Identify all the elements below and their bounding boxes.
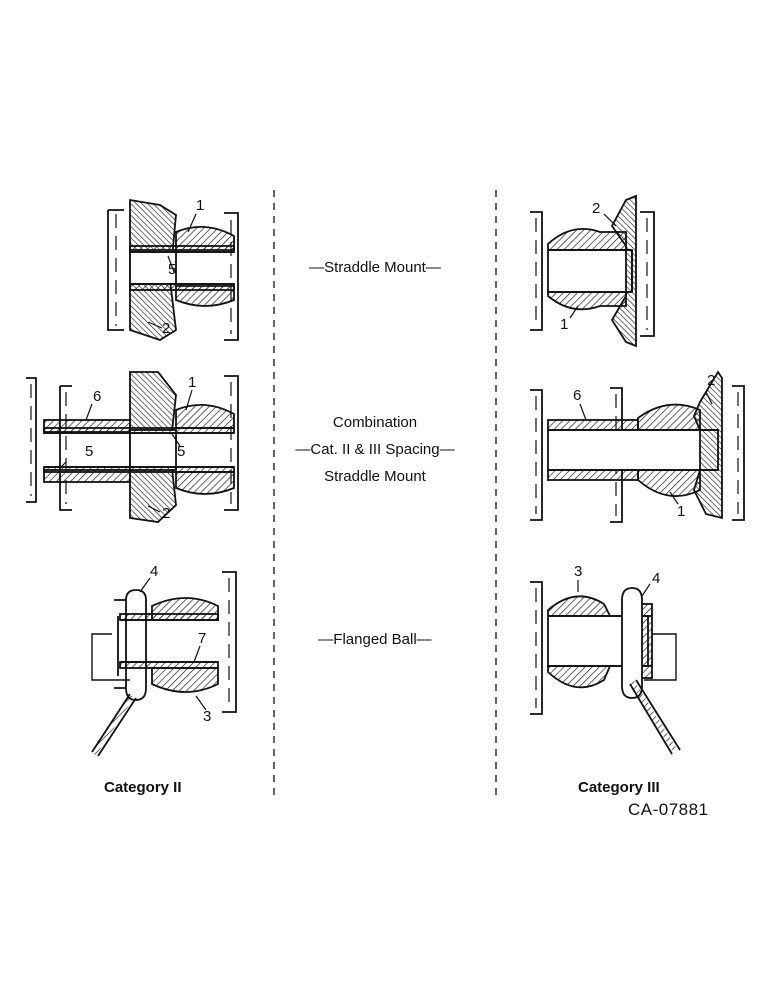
right-straddle-mount	[530, 194, 655, 348]
caption-spacing: —Cat. II & III Spacing—	[295, 441, 455, 458]
callout-number: 2	[162, 320, 171, 337]
right-flanged-callouts	[577, 580, 651, 597]
category-right-label: Category III	[578, 779, 660, 796]
callout-number: 4	[652, 570, 661, 587]
left-combination	[26, 371, 239, 523]
callout-number: 1	[560, 316, 569, 333]
category-left-label: Category II	[104, 779, 182, 796]
callout-number: 2	[592, 200, 601, 217]
callout-number: 5	[168, 261, 177, 278]
callout-number: 7	[198, 630, 207, 647]
callout-number: 3	[574, 563, 583, 580]
right-straddle-callouts	[569, 213, 617, 319]
callout-number: 5	[177, 443, 186, 460]
caption-flanged-ball: —Flanged Ball—	[318, 631, 432, 648]
callout-number: 4	[150, 563, 159, 580]
callout-number: 6	[93, 388, 102, 405]
left-straddle-mount	[107, 198, 239, 341]
callout-number: 3	[203, 708, 212, 725]
right-flanged-ball	[530, 581, 681, 755]
callout-number: 5	[85, 443, 94, 460]
callout-number: 1	[677, 503, 686, 520]
callout-number: 2	[707, 372, 716, 389]
callout-number: 1	[188, 374, 197, 391]
left-straddle-callouts	[147, 213, 197, 329]
drawing-code: CA-07881	[628, 800, 709, 819]
caption-combination: Combination	[332, 414, 418, 431]
callout-number: 1	[196, 197, 205, 214]
right-combination	[530, 370, 745, 523]
right-combination-callouts	[579, 391, 713, 505]
left-combination-callouts	[59, 389, 193, 513]
left-flanged-ball	[91, 571, 237, 757]
callout-number: 6	[573, 387, 582, 404]
caption-straddle-mount-2: Straddle Mount	[324, 468, 426, 485]
left-flanged-callouts	[139, 577, 207, 711]
caption-straddle-mount: —Straddle Mount—	[309, 259, 441, 276]
callout-number: 2	[162, 505, 171, 522]
